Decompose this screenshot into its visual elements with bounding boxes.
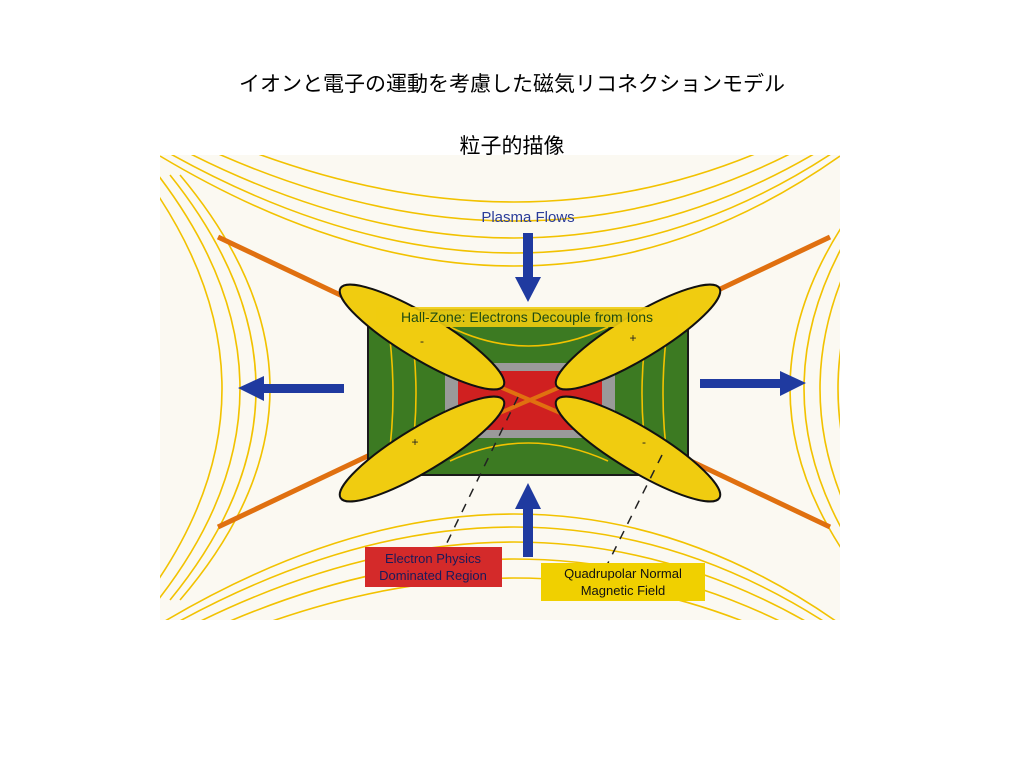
arrow-in-bottom	[523, 505, 533, 557]
field-line	[190, 155, 814, 239]
reconnection-diagram: - + + - Hall-Zone: Electrons Decouple fr…	[160, 155, 840, 620]
field-line	[171, 155, 831, 254]
field-line	[219, 155, 790, 222]
field-line	[837, 349, 840, 429]
field-line	[230, 558, 780, 620]
hall-zone-label: Hall-Zone: Electrons Decouple from Ions	[401, 309, 653, 325]
lobe-sign: +	[411, 435, 418, 449]
pointer-line	[441, 396, 519, 554]
arrow-out-left	[260, 384, 344, 393]
lobe-sign: -	[420, 334, 424, 348]
field-lines	[160, 155, 840, 620]
slide-subtitle: 粒子的描像	[459, 134, 565, 158]
arrow-in-top	[523, 233, 533, 281]
arrow-out-left-head	[238, 376, 264, 401]
quadrupole-lobe	[338, 395, 506, 503]
arrow-in-top-head	[515, 277, 541, 302]
hall-zone-label-bg	[376, 307, 678, 327]
field-line	[819, 281, 840, 496]
quadrupolar-label-line2: Magnetic Field	[581, 583, 666, 598]
slide-title: イオンと電子の運動を考慮した磁気リコネクションモデル	[239, 72, 785, 96]
field-line	[160, 196, 223, 579]
arrow-out-right-head	[780, 371, 806, 396]
electron-region-label-line2: Dominated Region	[379, 568, 487, 583]
electron-region-label-bg	[365, 547, 502, 587]
field-line	[201, 541, 805, 620]
field-line	[258, 155, 755, 203]
arrow-out-right	[700, 379, 784, 388]
pointer-line	[606, 454, 663, 566]
field-line	[165, 513, 836, 620]
field-line	[160, 155, 840, 267]
quadrupolar-label-bg	[541, 563, 705, 601]
plasma-flows-label: Plasma Flows	[481, 209, 574, 226]
plasma-flow-arrows	[238, 233, 806, 557]
field-line	[273, 577, 742, 620]
quadrupole-lobe	[554, 395, 722, 503]
lobe-sign: -	[642, 435, 646, 449]
quadrupolar-label-line1: Quadrupolar Normal	[564, 566, 682, 581]
electron-region-label-line1: Electron Physics	[385, 551, 482, 566]
arrow-in-bottom-head	[515, 483, 541, 509]
field-line	[180, 526, 823, 620]
field-line	[803, 249, 840, 528]
lobe-sign: +	[629, 331, 636, 345]
